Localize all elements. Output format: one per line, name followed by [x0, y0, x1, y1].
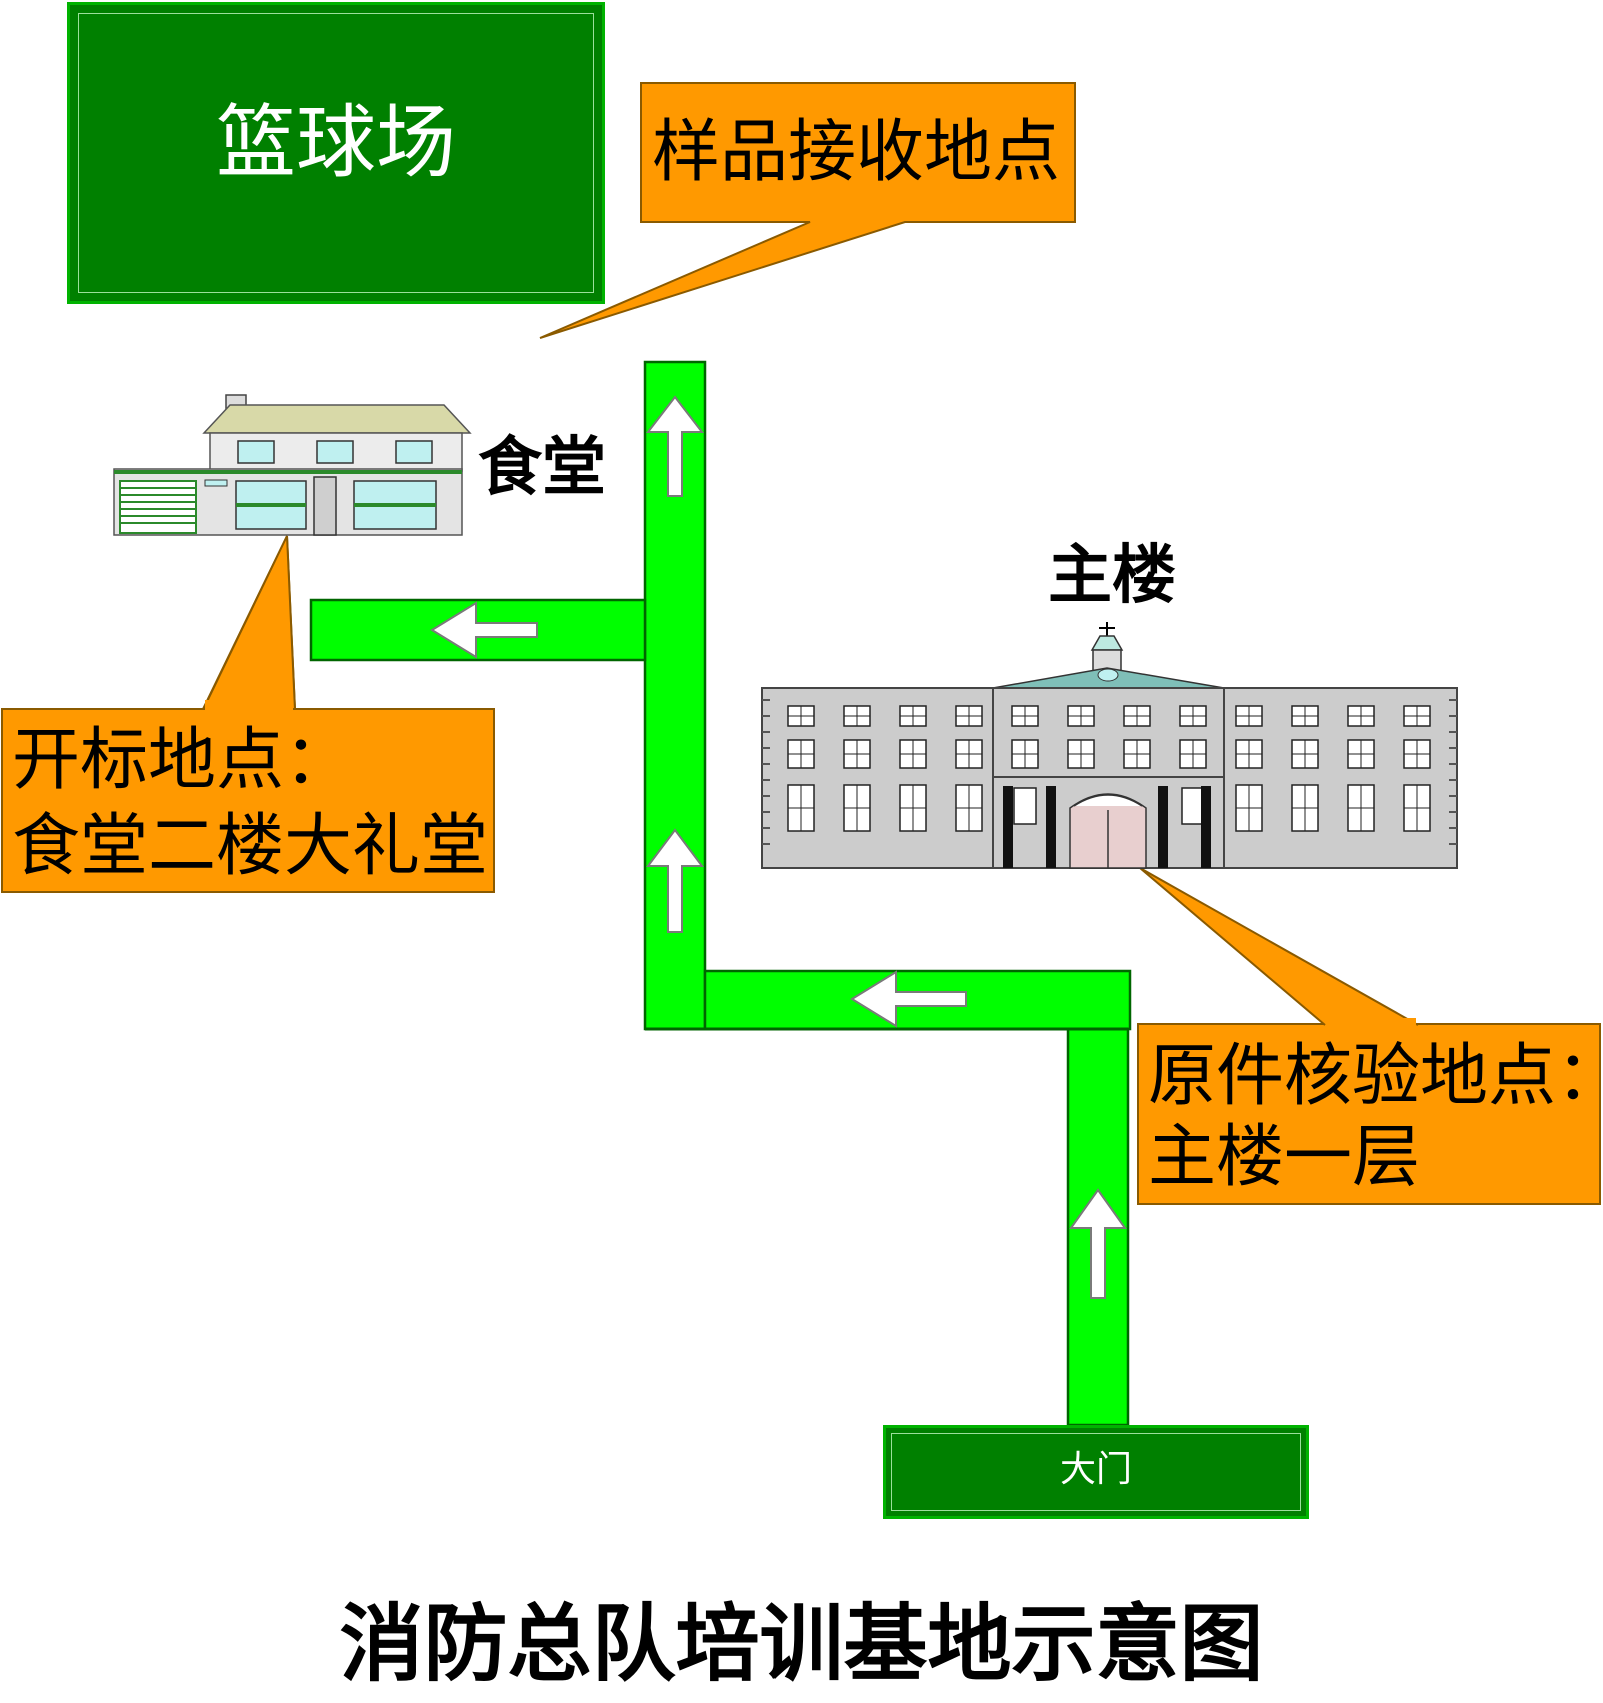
sample-receiving-callout-label: 样品接收地点 — [652, 113, 1061, 192]
arrow-left-icon — [850, 970, 967, 1028]
arrow-up-icon — [645, 395, 705, 497]
verification-callout-line1: 原件核验地点： — [1148, 1037, 1603, 1116]
verification-callout-shape — [1137, 1023, 1601, 1205]
main-gate-inner-border — [891, 1433, 1301, 1511]
main-gate-label: 大门 — [1059, 1449, 1132, 1490]
basketball-court-inner-border — [78, 13, 594, 293]
bid-opening-callout-line2: 食堂二楼大礼堂 — [12, 807, 489, 886]
verification-callout-line2: 主楼一层 — [1148, 1118, 1421, 1197]
main-building — [761, 622, 1458, 869]
main-gate: 大门 — [883, 1425, 1309, 1519]
direction-arrows — [430, 395, 1127, 1299]
arrow-left-icon — [430, 601, 538, 659]
sample-receiving-callout-shape — [539, 82, 1076, 339]
canteen-building — [113, 394, 472, 536]
bid-opening-callout-line1: 开标地点： — [12, 721, 353, 800]
map-title: 消防总队培训基地示意图 — [339, 1594, 1264, 1693]
canteen-label: 食堂 — [478, 430, 606, 505]
arrow-up-icon — [1069, 1188, 1127, 1299]
basketball-court-label: 篮球场 — [216, 96, 456, 189]
arrow-up-icon — [646, 828, 704, 933]
main-building-label: 主楼 — [1048, 538, 1176, 613]
basketball-court: 篮球场 — [67, 2, 605, 304]
